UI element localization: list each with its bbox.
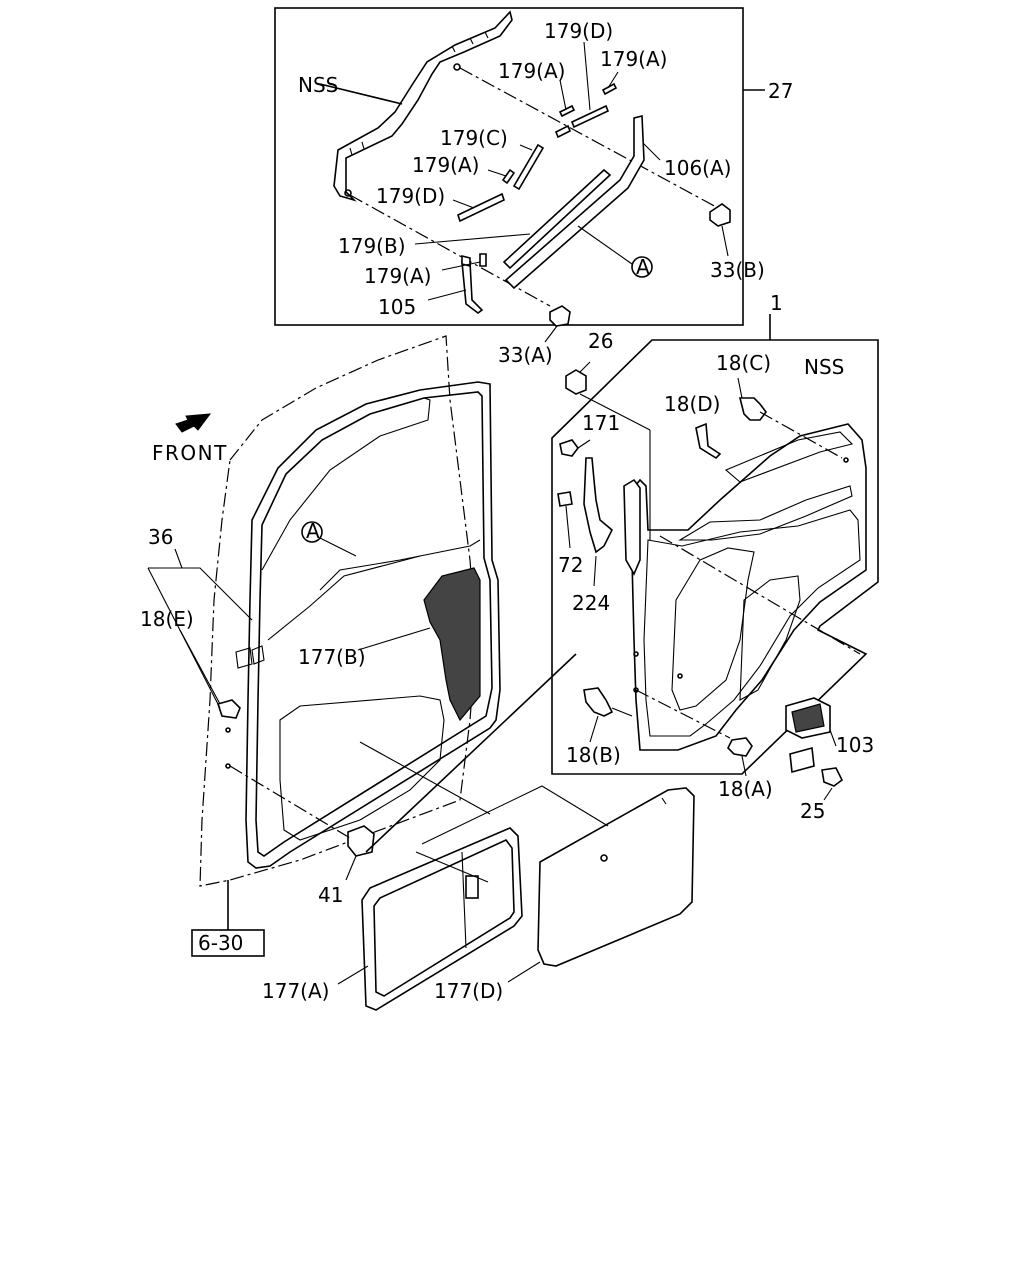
strip-179d-top	[570, 104, 610, 129]
bracket-105	[461, 261, 484, 314]
clip-33b	[709, 203, 731, 227]
label-224: 224	[572, 591, 610, 615]
label-177a: 177(A)	[262, 979, 329, 1003]
label-179d-mid: 179(D)	[376, 184, 445, 208]
clip-171	[559, 439, 579, 457]
strip-179a-4	[479, 253, 487, 267]
callout-a-left-text: A	[306, 519, 320, 543]
label-33b: 33(B)	[710, 258, 765, 282]
screw-72	[557, 491, 573, 507]
label-179a-4: 179(A)	[364, 264, 431, 288]
strip-179a-1	[558, 104, 576, 118]
fastener-18b	[583, 687, 614, 717]
label-171: 171	[582, 411, 620, 435]
label-105: 105	[378, 295, 416, 319]
label-25: 25	[800, 799, 825, 823]
label-179a-2: 179(A)	[600, 47, 667, 71]
label-18d: 18(D)	[664, 392, 720, 416]
strip-179d-mid	[457, 192, 505, 223]
label-27: 27	[768, 79, 793, 103]
callout-a-top-text: A	[636, 255, 650, 279]
door-assembly	[147, 335, 501, 957]
clip-41	[347, 825, 375, 857]
sealing-177b	[423, 567, 481, 722]
strip-179a-2	[601, 82, 618, 96]
fastener-18a	[727, 737, 753, 757]
door-trim-board	[631, 423, 867, 751]
label-179a-1: 179(A)	[498, 59, 565, 83]
clip-33a	[549, 305, 571, 327]
label-103: 103	[836, 733, 874, 757]
label-177b: 177(B)	[298, 645, 366, 669]
callout-circle-a-top	[631, 256, 653, 278]
channel-179b	[502, 168, 612, 270]
label-179a-3: 179(A)	[412, 153, 479, 177]
label-179d-top: 179(D)	[544, 19, 613, 43]
run-channel-106a	[504, 114, 645, 290]
label-26: 26	[588, 329, 613, 353]
label-33a: 33(A)	[498, 343, 553, 367]
clip-18e	[216, 699, 241, 719]
label-18e: 18(E)	[140, 607, 194, 631]
bracket-103	[789, 746, 815, 774]
inset-box-27	[274, 7, 765, 326]
label-6-30: 6-30	[198, 931, 243, 955]
label-36: 36	[148, 525, 173, 549]
screw-25	[821, 767, 844, 787]
door-weatherstrip-outer	[245, 381, 501, 869]
label-18c: 18(C)	[716, 351, 771, 375]
label-nss-right: NSS	[804, 355, 844, 379]
label-front: FRONT	[152, 441, 228, 465]
strip-179a-3	[501, 168, 516, 185]
inset-box-1	[551, 314, 879, 777]
label-nss-top: NSS	[298, 73, 338, 97]
ref-box-6-30	[191, 929, 265, 957]
label-41: 41	[318, 883, 343, 907]
label-18a: 18(A)	[718, 777, 773, 801]
label-106a: 106(A)	[664, 156, 731, 180]
callout-circle-a-left	[301, 521, 323, 543]
label-179b: 179(B)	[338, 234, 406, 258]
frame-177a	[361, 827, 523, 1011]
bracket-18d	[695, 422, 722, 460]
panel-177d	[537, 787, 695, 967]
strip-179c	[512, 143, 545, 191]
strip-179-small	[554, 124, 572, 139]
fastener-18c	[738, 397, 767, 421]
label-18b: 18(B)	[566, 743, 621, 767]
label-179c: 179(C)	[440, 126, 508, 150]
label-177d: 177(D)	[434, 979, 503, 1003]
front-arrow-icon	[175, 413, 212, 433]
handle-rod-224	[583, 457, 613, 554]
label-1: 1	[770, 291, 783, 315]
clip-26	[565, 369, 587, 395]
label-72: 72	[558, 553, 583, 577]
lower-trim-panels	[337, 653, 695, 1011]
